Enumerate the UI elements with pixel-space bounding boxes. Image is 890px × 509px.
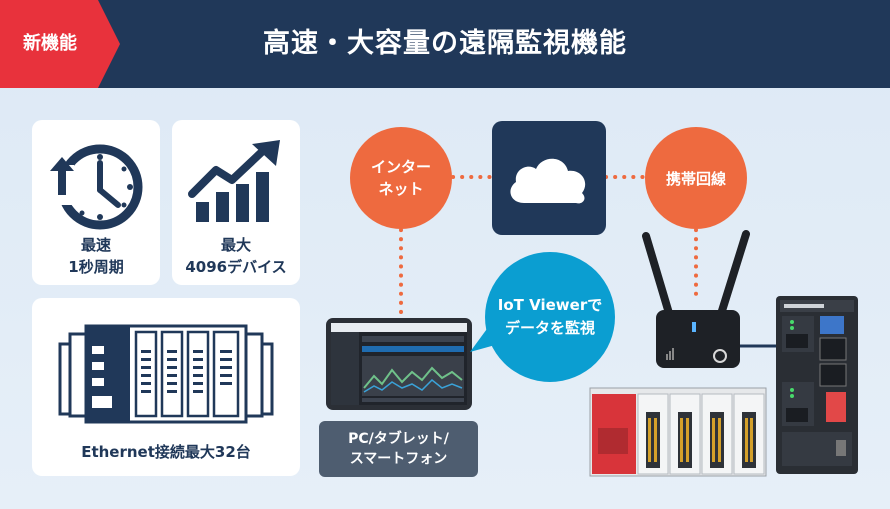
plc-hardware-icon <box>589 387 767 477</box>
feature-card-fastest: 最速 1秒周期 <box>32 120 160 285</box>
lte-router-icon <box>642 230 750 368</box>
viewer-label-line2: データを監視 <box>504 319 595 337</box>
fastest-label-line2: 1秒周期 <box>68 258 124 276</box>
page-title: 高速・大容量の遠隔監視機能 <box>263 28 627 59</box>
viewer-label-line1: IoT Viewerで <box>497 296 603 314</box>
internet-label-line1: インター <box>370 158 431 176</box>
max-devices-label-line1: 最大 <box>220 236 251 254</box>
iot-viewer-bubble: IoT Viewerで データを監視 <box>485 252 615 382</box>
cloud-icon <box>510 158 586 204</box>
feature-card-ethernet: Ethernet接続最大32台 <box>32 298 300 476</box>
badge-label: 新機能 <box>23 33 77 54</box>
falconnect-gateway-icon <box>776 296 858 474</box>
pc-device-label: PC/タブレット/ スマートフォン <box>319 421 478 477</box>
cloud-server-box <box>492 121 606 235</box>
mobile-network-node: 携帯回線 <box>645 127 747 229</box>
clock-refresh-icon <box>50 144 143 230</box>
feature-card-max-devices: 最大 4096デバイス <box>172 120 300 285</box>
pc-label-line1: PC/タブレット/ <box>348 431 449 447</box>
ethernet-label: Ethernet接続最大32台 <box>81 443 251 461</box>
tablet-device-icon <box>326 318 472 410</box>
plc-stack-icon <box>58 324 274 424</box>
growth-chart-icon <box>188 140 280 222</box>
internet-node: インター ネット <box>350 127 452 229</box>
fastest-label-line1: 最速 <box>80 236 111 254</box>
mobile-label: 携帯回線 <box>665 169 726 188</box>
new-feature-badge <box>0 0 120 88</box>
internet-label-line2: ネット <box>378 180 424 198</box>
max-devices-label-line2: 4096デバイス <box>185 258 287 276</box>
pc-label-line2: スマートフォン <box>349 451 448 467</box>
header-bar: 新機能 高速・大容量の遠隔監視機能 <box>0 0 890 88</box>
